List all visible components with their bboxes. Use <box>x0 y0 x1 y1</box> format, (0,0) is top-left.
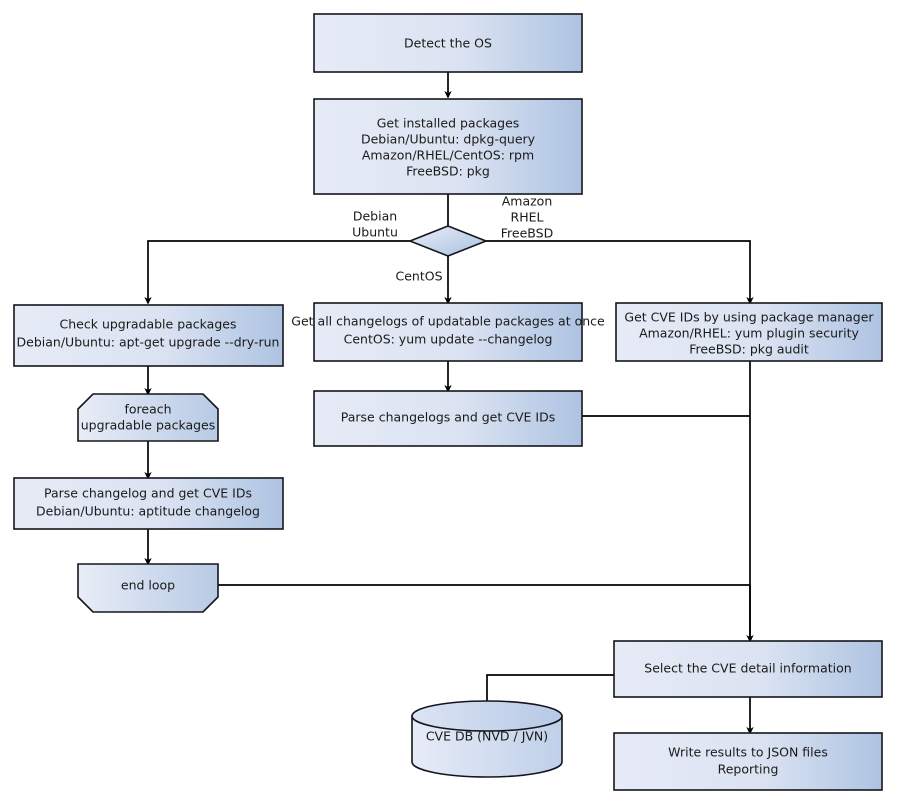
node-check-upgradable-line-0: Check upgradable packages <box>60 317 237 332</box>
node-get-cve-ids-pkgmgr[interactable]: Get CVE IDs by using package manager Ama… <box>615 302 883 362</box>
edge-label-amazon-rhel-freebsd-line-1: RHEL <box>511 210 544 225</box>
node-cve-database-top <box>411 700 563 732</box>
node-select-cve-detail[interactable]: Select the CVE detail information <box>613 640 883 698</box>
edge-label-amazon-rhel-freebsd: Amazon RHEL FreeBSD <box>501 194 553 241</box>
node-get-installed-packages-shape <box>313 98 583 195</box>
node-write-results-line-0: Write results to JSON files <box>668 745 828 760</box>
node-detect-os-line-0: Detect the OS <box>404 36 492 51</box>
node-parse-changelogs-center-line-0: Parse changelogs and get CVE IDs <box>341 410 555 425</box>
node-get-installed-packages-line-3: FreeBSD: pkg <box>406 164 490 179</box>
edge-label-amazon-rhel-freebsd-line-2: FreeBSD <box>501 226 553 241</box>
node-get-installed-packages-line-0: Get installed packages <box>377 116 520 131</box>
connectors-layer <box>144 72 754 735</box>
edge-label-centos: CentOS <box>395 269 442 284</box>
node-check-upgradable-line-1: Debian/Ubuntu: apt-get upgrade --dry-run <box>17 335 280 350</box>
node-get-cve-ids-pkgmgr-line-0: Get CVE IDs by using package manager <box>624 310 874 325</box>
node-os-decision-shape <box>407 225 489 257</box>
edge-label-debian-ubuntu-line-0: Debian <box>353 209 397 224</box>
node-os-decision[interactable] <box>407 225 489 257</box>
node-write-results-shape <box>613 732 883 791</box>
node-get-installed-packages[interactable]: Get installed packages Debian/Ubuntu: dp… <box>313 98 583 195</box>
edge-label-debian-ubuntu: Debian Ubuntu <box>352 209 398 240</box>
node-parse-changelog-left[interactable]: Parse changelog and get CVE IDs Debian/U… <box>13 477 284 530</box>
edge-label-amazon-rhel-freebsd-line-0: Amazon <box>502 194 553 209</box>
node-end-loop-line-0: end loop <box>121 578 175 593</box>
node-foreach-loop-shape <box>77 393 219 442</box>
node-parse-changelog-left-shape <box>13 477 284 530</box>
node-end-loop-shape <box>77 563 219 613</box>
node-cve-database-line-0: CVE DB (NVD / JVN) <box>426 729 548 744</box>
node-end-loop[interactable]: end loop <box>77 563 219 613</box>
node-write-results[interactable]: Write results to JSON files Reporting <box>613 732 883 791</box>
node-get-installed-packages-line-1: Debian/Ubuntu: dpkg-query <box>361 132 536 147</box>
node-check-upgradable[interactable]: Check upgradable packages Debian/Ubuntu:… <box>13 304 284 367</box>
node-get-cve-ids-pkgmgr-line-2: FreeBSD: pkg audit <box>689 342 809 357</box>
node-foreach-loop-line-0: foreach <box>124 402 171 417</box>
node-detect-os-shape <box>313 13 583 73</box>
edge-label-centos-line-0: CentOS <box>395 269 442 284</box>
node-parse-changelog-left-line-0: Parse changelog and get CVE IDs <box>44 486 252 501</box>
node-parse-changelogs-center-shape <box>313 390 583 447</box>
edge-cve-database-to-select-cve-detail <box>486 674 614 706</box>
node-select-cve-detail-shape <box>613 640 883 698</box>
node-get-all-changelogs-line-0: Get all changelogs of updatable packages… <box>291 314 605 329</box>
node-detect-os[interactable]: Detect the OS <box>313 13 583 73</box>
node-cve-database-body <box>411 715 563 778</box>
node-get-cve-ids-pkgmgr-shape <box>615 302 883 362</box>
node-write-results-line-1: Reporting <box>718 762 779 777</box>
node-get-installed-packages-line-2: Amazon/RHEL/CentOS: rpm <box>362 148 534 163</box>
node-parse-changelog-left-line-1: Debian/Ubuntu: aptitude changelog <box>36 504 260 519</box>
edge-label-debian-ubuntu-line-1: Ubuntu <box>352 225 398 240</box>
edge-decision-right-to-get-cve-ids <box>485 240 754 305</box>
node-foreach-loop-line-1: upgradable packages <box>81 418 216 433</box>
node-get-all-changelogs[interactable]: Get all changelogs of updatable packages… <box>291 302 605 362</box>
node-select-cve-detail-line-0: Select the CVE detail information <box>644 661 851 676</box>
node-get-all-changelogs-shape <box>313 302 583 362</box>
node-get-cve-ids-pkgmgr-line-1: Amazon/RHEL: yum plugin security <box>639 326 859 341</box>
node-parse-changelogs-center[interactable]: Parse changelogs and get CVE IDs <box>313 390 583 447</box>
edge-decision-left-to-check-upgradable <box>144 240 411 305</box>
node-cve-database[interactable]: CVE DB (NVD / JVN) <box>411 700 563 778</box>
node-foreach-loop[interactable]: foreach upgradable packages <box>77 393 219 442</box>
node-check-upgradable-shape <box>13 304 284 367</box>
node-get-all-changelogs-line-1: CentOS: yum update --changelog <box>344 332 553 347</box>
